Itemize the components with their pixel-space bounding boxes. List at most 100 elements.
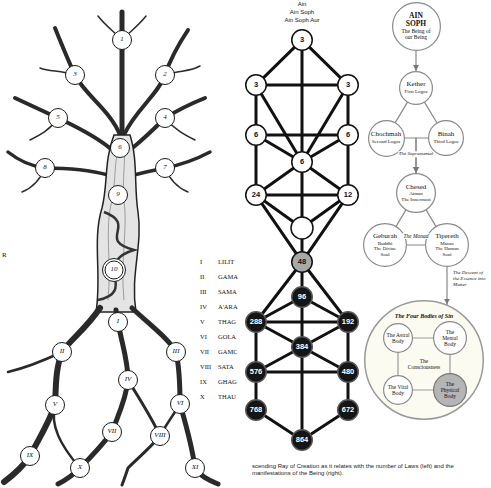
tree-circle: 7 xyxy=(155,158,175,178)
group-label: The Monad xyxy=(402,233,429,239)
path-line xyxy=(312,327,339,341)
node-name: Kether xyxy=(405,81,428,89)
text-holder: 3 xyxy=(300,36,304,44)
circle-shape xyxy=(392,2,440,50)
tree-circle: IV xyxy=(118,370,138,390)
arrow-connector xyxy=(396,210,405,226)
text-holder: 96 xyxy=(298,293,306,301)
tree-circle: IX xyxy=(20,446,40,466)
branch xyxy=(130,98,205,150)
tree-circle: VII xyxy=(102,422,122,442)
text-holder: KetherFirst Logos xyxy=(405,81,428,94)
text-holder: 8 xyxy=(43,164,47,172)
text-holder: I xyxy=(117,318,119,326)
path-line xyxy=(262,94,297,152)
text-holder: The Physical Body xyxy=(438,381,462,399)
text-holder: 10 xyxy=(111,266,118,274)
tree-circle: 6 xyxy=(110,138,130,158)
text-holder: 864 xyxy=(296,436,309,444)
path-line xyxy=(255,383,258,399)
text-holder: IV xyxy=(125,376,132,384)
list-entry: VII xyxy=(199,348,210,355)
circle-shape xyxy=(186,459,205,478)
circle-shape xyxy=(103,423,122,442)
list-entry: VIII xyxy=(199,363,212,370)
circle-shape xyxy=(292,252,313,273)
text-holder: 5 xyxy=(56,114,60,122)
path-line xyxy=(266,327,293,341)
tree-circle: 8 xyxy=(35,158,55,178)
node-name: 480 xyxy=(342,368,355,376)
root xyxy=(58,310,128,484)
path-line xyxy=(255,146,258,184)
circle-shape xyxy=(49,109,68,128)
sephira-circle: GeburahBuddhiThe Divine Soul xyxy=(363,223,407,267)
body-circle: The Physical Body xyxy=(433,373,467,407)
circle-shape xyxy=(434,322,467,355)
node-name: 7 xyxy=(163,164,167,172)
path-line xyxy=(267,134,337,137)
circle-shape xyxy=(338,400,359,421)
circle-shape xyxy=(156,109,175,128)
path-line xyxy=(311,168,339,188)
circle-shape xyxy=(119,371,138,390)
path-line xyxy=(308,94,343,152)
list-entry: THAU xyxy=(217,393,237,400)
node-name: III xyxy=(173,348,180,356)
path-line xyxy=(308,204,342,253)
node-subtitle: The Being of our Being xyxy=(398,28,434,40)
node-name: 6 xyxy=(254,131,258,139)
text-holder: 48 xyxy=(298,258,306,266)
tree-circle: 9 xyxy=(108,185,128,205)
laws-circle: 24 xyxy=(245,184,267,206)
arrow-connector xyxy=(407,244,425,245)
text-holder: IX xyxy=(27,452,34,460)
node-subtitle: Third Logos xyxy=(434,139,459,145)
tree-circle: 1 xyxy=(112,30,132,50)
node-name: The Physical Body xyxy=(438,381,462,399)
list-entry: THAG xyxy=(217,318,237,325)
text-holder: 6 xyxy=(300,158,304,166)
node-subtitle: Atman xyxy=(401,191,430,197)
laws-circle: 576 xyxy=(245,361,267,383)
tree-circle: 3 xyxy=(65,65,85,85)
text-holder: 2 xyxy=(163,71,167,79)
circle-shape xyxy=(171,395,190,414)
text-holder: 6 xyxy=(346,131,350,139)
circle-shape xyxy=(113,31,132,50)
node-name: 3 xyxy=(346,81,350,89)
circle-title: The Four Bodies of Sin xyxy=(395,313,453,320)
circle-shape xyxy=(434,374,467,407)
path-line xyxy=(312,352,339,366)
list-entry: LILIT xyxy=(217,258,235,265)
path-line xyxy=(310,48,340,78)
circle-shape xyxy=(156,66,175,85)
circle-shape xyxy=(109,313,128,332)
node-name: 768 xyxy=(250,406,263,414)
circle-shape xyxy=(426,224,469,267)
arrow-connector xyxy=(446,267,447,305)
circle-shape xyxy=(109,186,128,205)
path-line xyxy=(311,416,339,434)
path-line xyxy=(347,96,350,124)
node-name: Geburah xyxy=(369,233,401,241)
path-line xyxy=(312,302,339,316)
laws-circle: 96 xyxy=(291,286,313,308)
circle-shape xyxy=(338,312,359,333)
path-line xyxy=(301,308,304,336)
text-holder: 192 xyxy=(342,318,355,326)
text-holder: 7 xyxy=(163,164,167,172)
path-line xyxy=(301,358,304,429)
laws-circle: 6 xyxy=(337,124,359,146)
text-holder: X xyxy=(78,464,82,472)
node-name: 9 xyxy=(116,191,120,199)
node-name: 96 xyxy=(298,293,306,301)
circle-shape xyxy=(338,185,359,206)
text-holder: 6 xyxy=(254,131,258,139)
circle-shape xyxy=(397,174,436,213)
tree-roots xyxy=(4,308,218,485)
node-name: The Astral Body xyxy=(386,332,410,344)
circle-shape xyxy=(400,72,433,105)
list-entry: SATA xyxy=(217,363,235,370)
node-subtitle: Manas xyxy=(431,241,463,247)
